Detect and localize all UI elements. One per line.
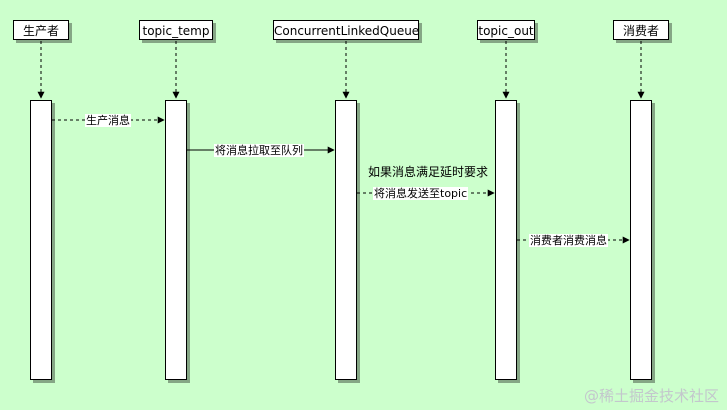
activation-topic-out bbox=[495, 100, 517, 380]
message-label-1: 生产消息 bbox=[85, 114, 131, 127]
message-label-3: 将消息发送至topic bbox=[373, 187, 469, 200]
message-label-2: 将消息拉取至队列 bbox=[214, 144, 304, 157]
participant-producer: 生产者 bbox=[13, 20, 69, 40]
participant-queue: ConcurrentLinkedQueue bbox=[273, 20, 419, 40]
message-label-4: 消费者消费消息 bbox=[529, 234, 608, 247]
activation-consumer bbox=[630, 100, 652, 380]
participant-topic-out: topic_out bbox=[477, 20, 535, 40]
watermark: @稀土掘金技术社区 bbox=[583, 387, 719, 405]
participant-topic-temp: topic_temp bbox=[139, 20, 213, 40]
participant-consumer: 消费者 bbox=[613, 20, 669, 40]
activation-queue bbox=[335, 100, 357, 380]
activation-topic-temp bbox=[165, 100, 187, 380]
activation-producer bbox=[30, 100, 52, 380]
condition-note: 如果消息满足延时要求 bbox=[368, 165, 489, 179]
